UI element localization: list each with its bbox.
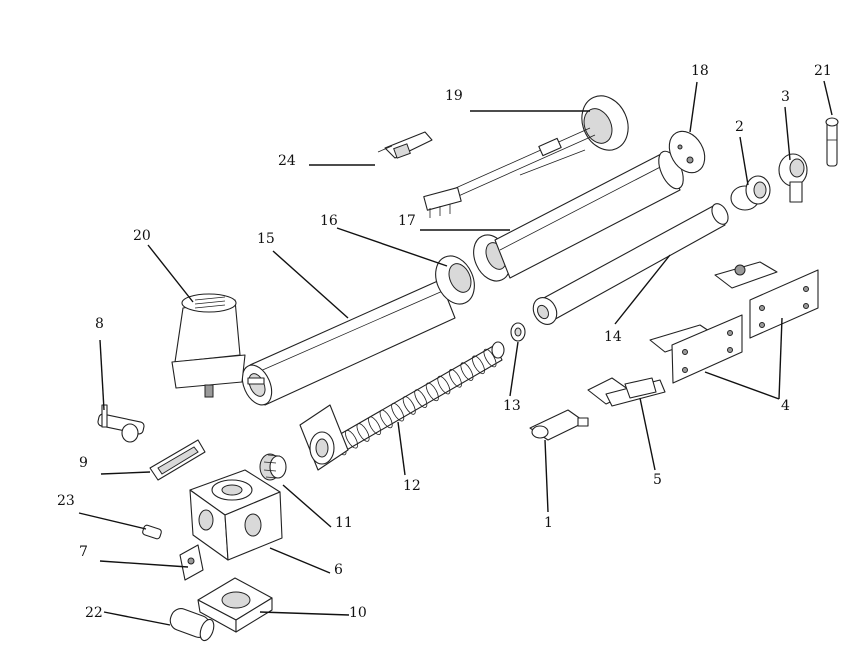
leader-7 [99,560,189,568]
label-5: 5 [653,472,662,488]
screw-thread [368,416,382,435]
leader-10 [259,611,350,616]
leader-20 [147,244,194,303]
part-20-motor-cover [171,293,246,398]
leader-9 [100,471,151,475]
label-23: 23 [57,493,75,509]
label-9: 9 [79,455,88,471]
part-8-shaft [97,404,145,443]
screw-thread [356,423,370,442]
leader-18 [689,81,698,133]
label-6: 6 [334,562,343,578]
screw-thread [425,382,439,402]
part-4-brackets [649,261,819,384]
part-number-labels: 1 2 3 4 5 6 7 8 9 10 11 12 13 14 15 16 1… [57,63,832,621]
leader-1 [544,439,549,513]
leader-12 [397,421,406,476]
screw-thread [391,402,405,422]
part-1-pivot-bracket [529,409,589,441]
leader-14 [614,254,671,325]
leader-8 [99,339,105,411]
screw-thread [460,362,474,381]
part-2-bushing [730,175,771,211]
part-18-flange [668,130,706,174]
leader-5 [639,397,656,471]
part-6-gearbox-housing [189,469,283,561]
label-7: 7 [79,544,88,560]
leader-16 [336,227,448,267]
part-7-bracket [179,544,204,581]
part-14-spindle-tube [532,203,729,325]
screw-thread [402,396,416,415]
label-8: 8 [95,316,104,332]
label-11: 11 [335,515,353,531]
leader-22 [103,611,171,626]
screw-thread [379,409,393,429]
label-18: 18 [691,63,709,79]
label-24: 24 [278,153,296,169]
leader-15 [272,250,349,319]
label-4: 4 [781,398,790,414]
part-13-washer [510,322,526,342]
label-17: 17 [398,213,416,229]
label-14: 14 [604,329,622,345]
screw-thread [437,375,451,395]
label-20: 20 [133,228,151,244]
label-13: 13 [503,398,521,414]
leader-13 [509,341,519,397]
part-15-outer-tube [241,279,456,406]
screw-thread [471,355,485,375]
part-17-connector [423,187,462,218]
label-15: 15 [257,231,275,247]
label-1: 1 [544,515,553,531]
part-24-clip [377,131,433,159]
leader-3 [784,106,791,161]
leader-4a [704,371,780,400]
label-10: 10 [349,605,367,621]
part-19-cable-ring [439,95,629,203]
part-10-base-cover [197,577,273,633]
part-5-mounting-plate [587,377,666,407]
leader-6 [269,547,331,574]
part-9-gasket [149,439,206,481]
screw-thread [345,429,359,449]
screw-thread [448,369,462,388]
part-21-pin [825,117,839,167]
label-2: 2 [735,119,744,135]
leader-2 [739,136,749,186]
label-22: 22 [85,605,103,621]
leader-21 [823,80,833,116]
part-3-rod-end [778,153,808,203]
label-3: 3 [781,89,790,105]
part-12-flange-plate [299,404,349,471]
leader-23 [78,512,147,530]
leader-4b [778,317,783,400]
leader-11 [282,484,332,528]
part-23-screw [142,524,162,540]
screw-thread [414,389,428,408]
part-22-capacitor [169,608,215,642]
label-16: 16 [320,213,338,229]
part-11-gear [259,453,287,481]
label-19: 19 [445,88,463,104]
leader-lines [78,80,833,626]
label-12: 12 [403,478,421,494]
label-21: 21 [814,63,832,79]
